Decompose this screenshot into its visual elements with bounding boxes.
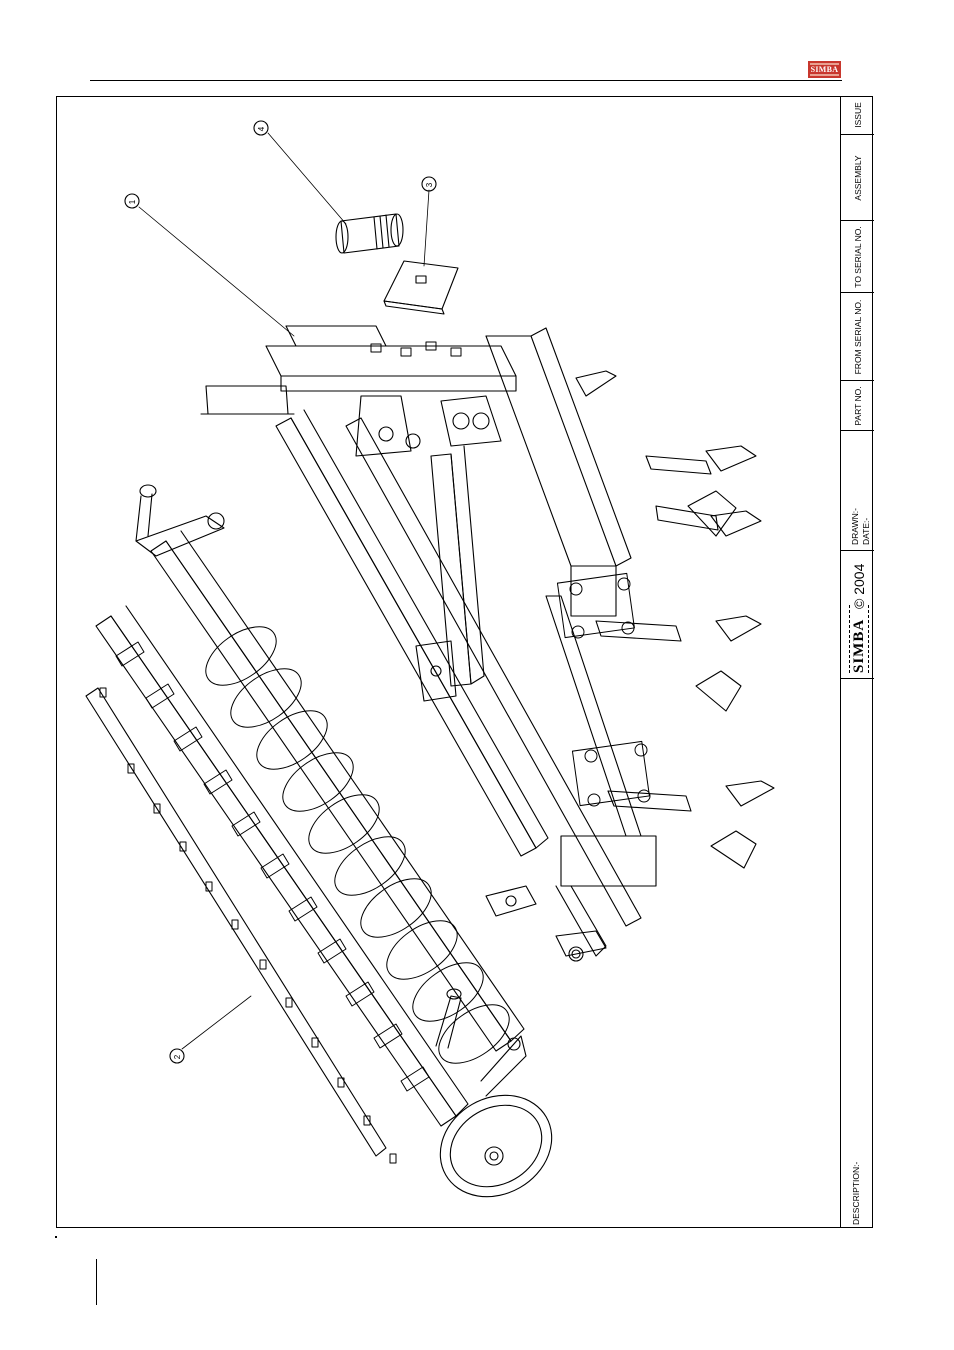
callout-4: 4 bbox=[257, 126, 266, 131]
packer-roller-assembly bbox=[86, 485, 570, 1217]
logo-underline bbox=[849, 605, 851, 673]
to-serial-cell: TO SERIAL NO. bbox=[841, 220, 874, 292]
issue-label: ISSUE bbox=[853, 102, 863, 128]
issue-cell: ISSUE bbox=[841, 96, 874, 134]
date-label: DATE:- bbox=[861, 518, 871, 545]
brand-logo-text: SIMBA bbox=[808, 65, 841, 74]
part-no-label: PART NO. bbox=[853, 386, 863, 425]
margin-rule bbox=[96, 1259, 97, 1305]
from-serial-label: FROM SERIAL NO. bbox=[853, 299, 863, 374]
grease-canister bbox=[336, 214, 403, 253]
title-block: ISSUE ASSEMBLY TO SERIAL NO. FROM SERIAL… bbox=[840, 96, 873, 1228]
callout-markers bbox=[125, 121, 436, 1063]
callout-3: 3 bbox=[425, 182, 434, 187]
assembly-label: ASSEMBLY bbox=[853, 155, 863, 200]
parts-diagram: 1 4 3 2 bbox=[56, 96, 840, 1228]
simba-brand-logo: SIMBA bbox=[808, 61, 841, 78]
assembly-cell: ASSEMBLY bbox=[841, 134, 874, 220]
description-cell: DESCRIPTION:- bbox=[841, 678, 874, 1228]
drawn-label: DRAWN:- bbox=[850, 508, 860, 545]
copyright-text: © 2004 bbox=[851, 564, 867, 609]
to-serial-label: TO SERIAL NO. bbox=[853, 226, 863, 287]
manual-booklet bbox=[384, 261, 458, 314]
company-logo: SIMBA bbox=[851, 619, 868, 673]
drawn-date-cell: DRAWN:- DATE:- bbox=[841, 430, 874, 550]
header-rule bbox=[90, 80, 842, 81]
margin-mark bbox=[55, 1236, 57, 1238]
logo-overline bbox=[868, 605, 870, 673]
tine-points bbox=[576, 371, 774, 868]
callout-1: 1 bbox=[128, 199, 137, 204]
part-no-cell: PART NO. bbox=[841, 380, 874, 430]
company-cell: SIMBA © 2004 bbox=[841, 550, 874, 678]
description-label: DESCRIPTION:- bbox=[851, 1162, 861, 1225]
callout-2: 2 bbox=[173, 1054, 182, 1059]
from-serial-cell: FROM SERIAL NO. bbox=[841, 292, 874, 380]
